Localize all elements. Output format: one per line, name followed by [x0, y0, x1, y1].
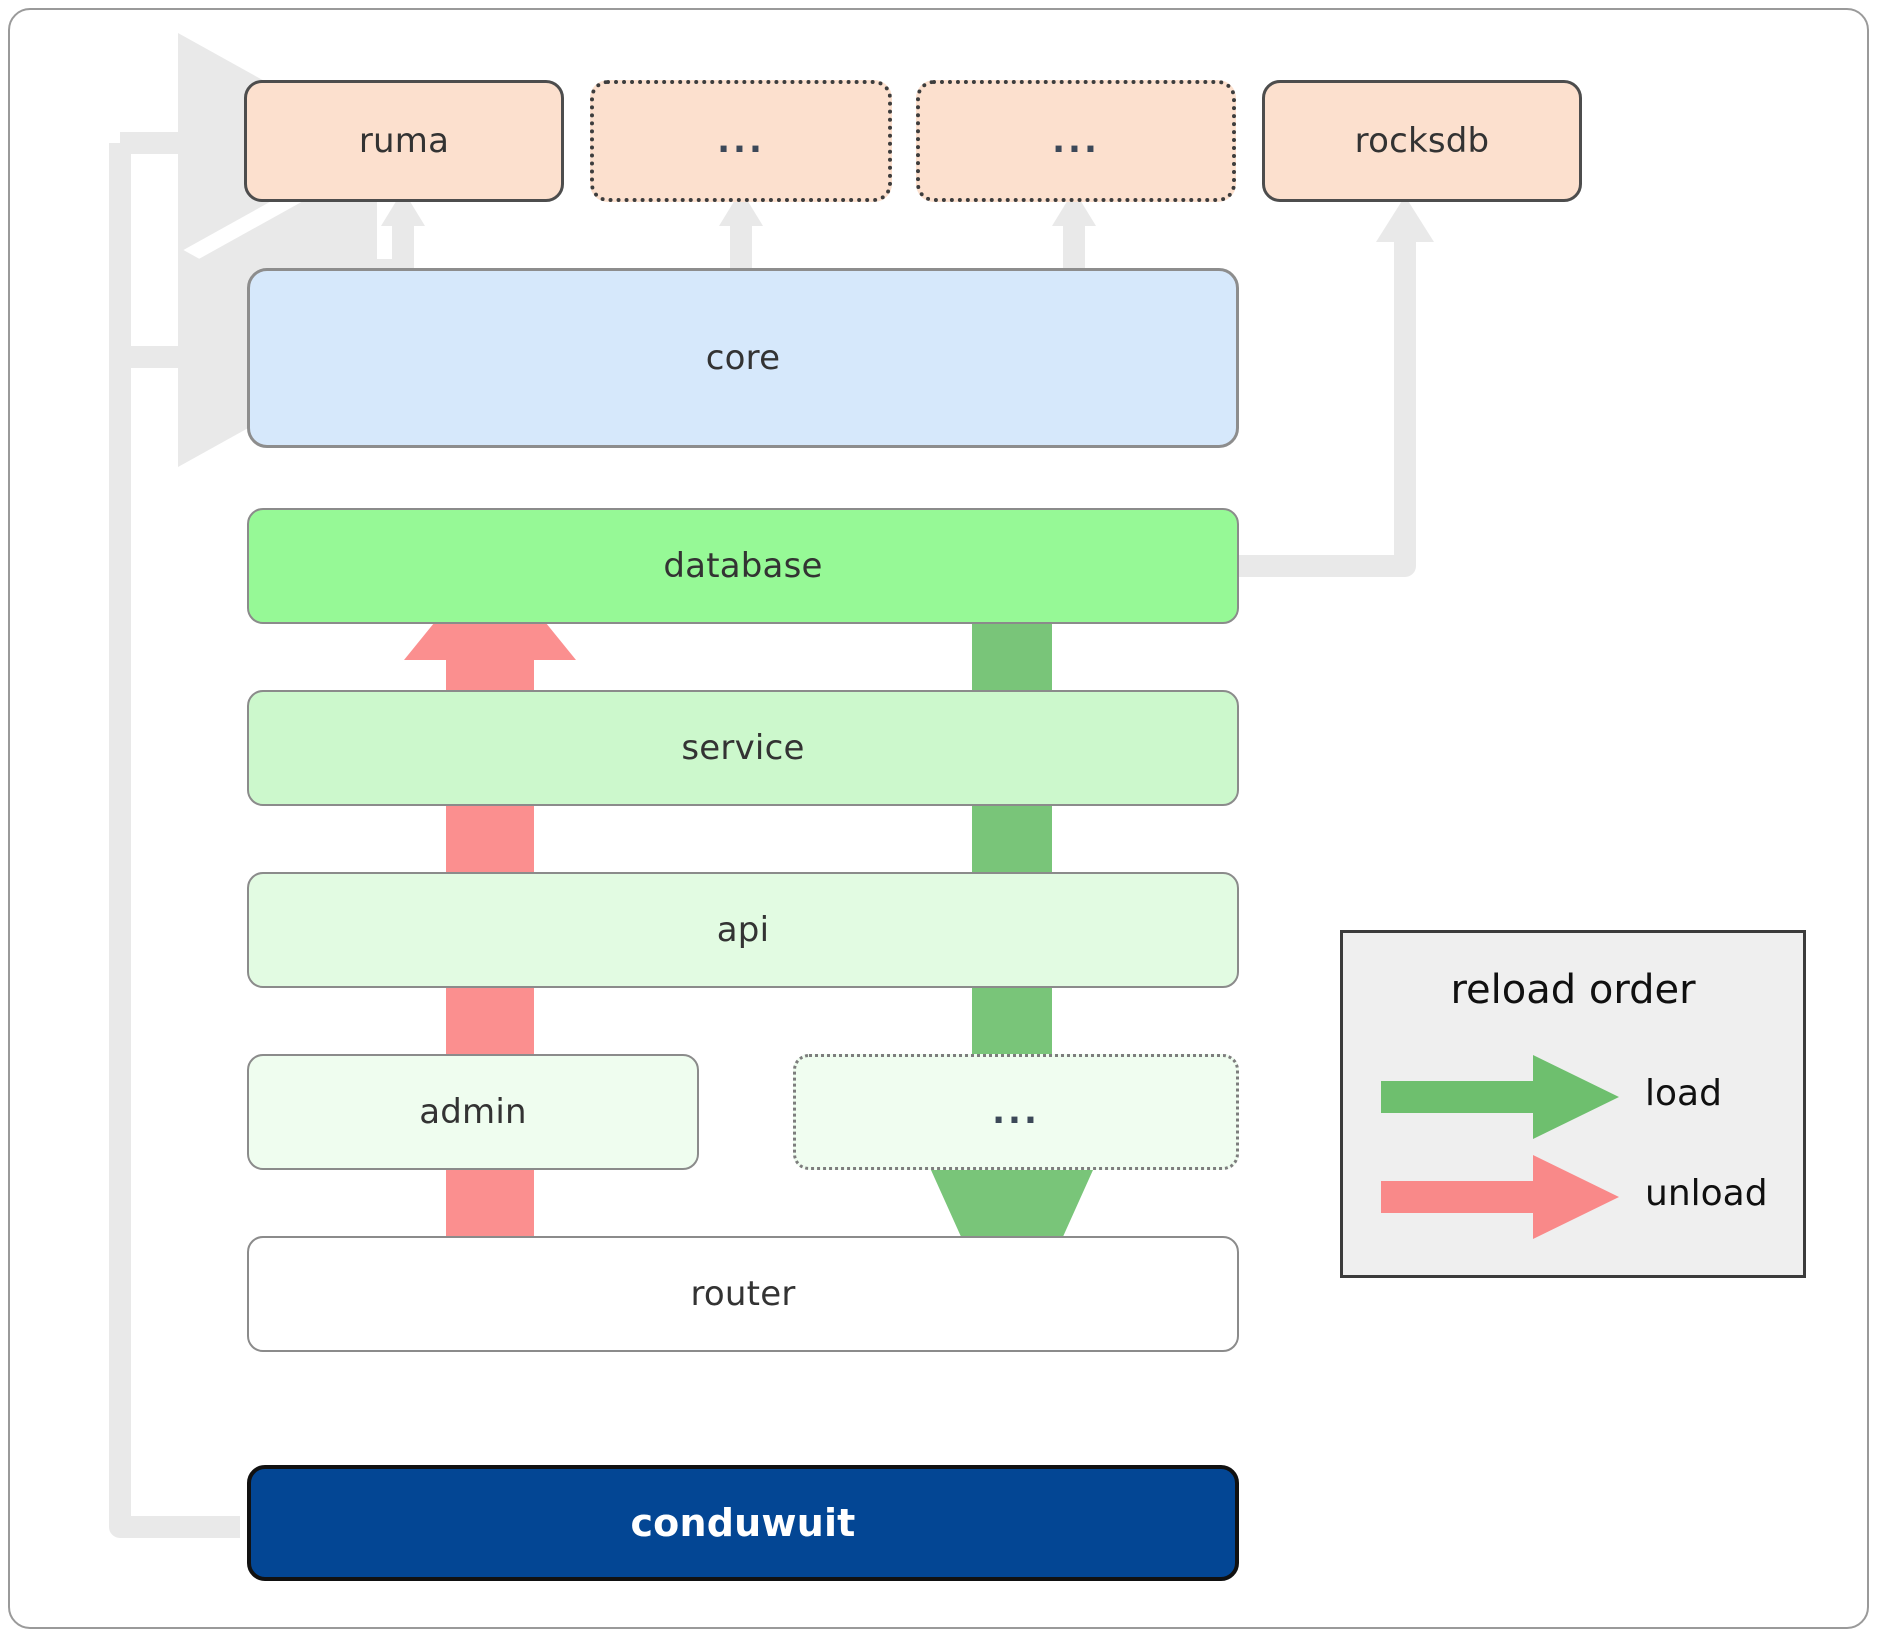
dependency-label-placeholder-2: ...	[1052, 120, 1100, 161]
dependency-node-rocksdb[interactable]: rocksdb	[1262, 80, 1582, 202]
dependency-label-placeholder-1: ...	[717, 120, 765, 161]
diagram-frame	[8, 8, 1869, 1629]
core-node[interactable]: core	[247, 268, 1239, 448]
legend-unload-label: unload	[1645, 1173, 1768, 1214]
dependency-label-rocksdb: rocksdb	[1354, 121, 1490, 161]
layer-label-api: api	[716, 910, 770, 950]
layer-label-service: service	[681, 728, 805, 768]
dependency-label-ruma: ruma	[358, 121, 450, 161]
layer-node-router[interactable]: router	[247, 1236, 1239, 1352]
legend-unload-arrow-icon	[1381, 1155, 1619, 1239]
legend-load-label: load	[1645, 1073, 1722, 1114]
layer-node-placeholder[interactable]: ...	[793, 1054, 1239, 1170]
layer-label-admin: admin	[419, 1092, 527, 1132]
dependency-node-ruma[interactable]: ruma	[244, 80, 564, 202]
layer-node-api[interactable]: api	[247, 872, 1239, 988]
dependency-node-placeholder-2[interactable]: ...	[916, 80, 1236, 202]
layer-label-router: router	[690, 1274, 796, 1314]
layer-node-service[interactable]: service	[247, 690, 1239, 806]
core-label: core	[705, 338, 781, 378]
binary-node-conduwuit[interactable]: conduwuit	[247, 1465, 1239, 1581]
binary-label-conduwuit: conduwuit	[630, 1501, 856, 1545]
legend-load-arrow-icon	[1381, 1055, 1619, 1139]
layer-node-admin[interactable]: admin	[247, 1054, 699, 1170]
layer-label-database: database	[663, 546, 823, 586]
legend-title: reload order	[1450, 967, 1696, 1013]
legend-box: reload order load unload	[1340, 930, 1806, 1278]
layer-node-database[interactable]: database	[247, 508, 1239, 624]
layer-label-placeholder: ...	[992, 1091, 1040, 1132]
dependency-node-placeholder-1[interactable]: ...	[590, 80, 892, 202]
